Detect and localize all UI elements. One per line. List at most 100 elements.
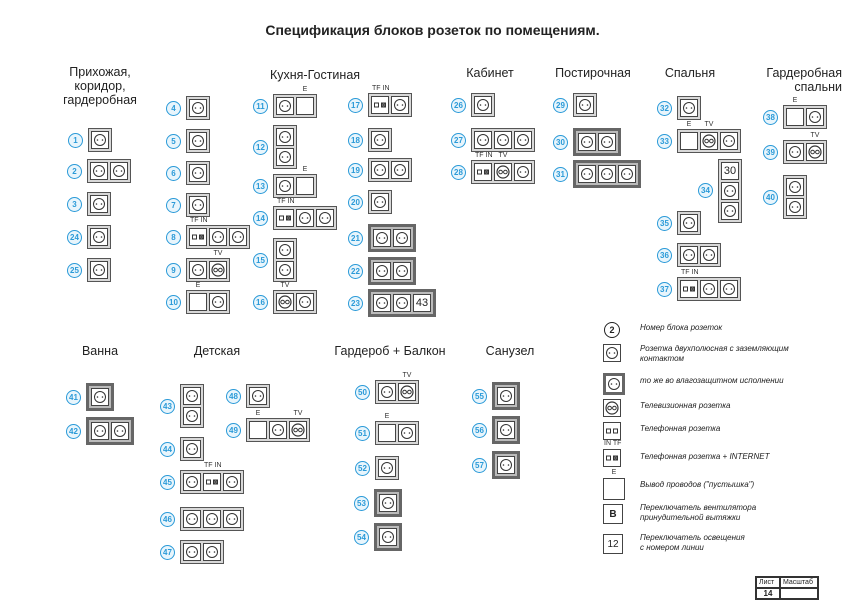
socket-block: [471, 93, 495, 117]
socket-icon: [382, 531, 394, 543]
socket-icon: [394, 99, 406, 111]
block-number: 14: [253, 210, 268, 226]
socket-icon: [319, 212, 331, 224]
socket-icon: [381, 462, 393, 474]
socket-block: E: [375, 413, 419, 445]
empty-outlet-cell: E: [786, 97, 804, 126]
cell-label: TV: [704, 121, 714, 128]
socket-icon: [396, 232, 408, 244]
block-number: 41: [66, 389, 81, 405]
socket-cell: [391, 96, 409, 114]
socket-cell: [183, 440, 201, 458]
socket-cell: [203, 543, 221, 561]
block-number: 50: [355, 384, 370, 400]
socket-cell: [721, 182, 739, 200]
socket-icon: [93, 264, 105, 276]
block-number: 48: [226, 388, 241, 404]
socket-block: TF IN: [180, 462, 244, 494]
socket-cell: [497, 387, 515, 405]
socket-icon: [396, 297, 408, 309]
socket-icon: [186, 410, 198, 422]
socket-icon: [621, 168, 633, 180]
legend-label: E: [611, 469, 617, 476]
block-number: 16: [253, 294, 268, 310]
socket-cell: [209, 293, 227, 311]
tv-socket-icon: [808, 145, 822, 159]
socket-icon: [186, 513, 198, 525]
room-title: Кухня-Гостиная: [269, 68, 361, 82]
socket-icon: [206, 513, 218, 525]
empty-outlet-cell: E: [189, 282, 207, 311]
block-number: 9: [166, 262, 181, 278]
socket-icon: [477, 99, 489, 111]
block-number: 11: [253, 98, 268, 114]
socket-icon: [114, 425, 126, 437]
socket-cell: [786, 178, 804, 196]
socket-cell: [598, 133, 616, 151]
socket-cell: [786, 143, 804, 161]
socket-block: [180, 384, 204, 428]
socket-cell: [379, 494, 397, 512]
socket-cell: [111, 422, 129, 440]
socket-block: [368, 190, 392, 214]
socket-cell: [296, 293, 314, 311]
socket-icon: [683, 217, 695, 229]
socket-cell: [720, 280, 738, 298]
socket-cell: [806, 108, 824, 126]
socket-cell: [90, 228, 108, 246]
socket-block: [87, 225, 111, 249]
scale-label: Масштаб: [780, 577, 818, 588]
socket-icon: [396, 265, 408, 277]
socket-block: [374, 489, 402, 517]
cell-label: TF IN: [204, 462, 222, 469]
socket-icon: [212, 296, 224, 308]
socket-cell: [189, 99, 207, 117]
light-switch-cell: 43: [413, 294, 431, 312]
socket-cell: [497, 456, 515, 474]
cell-label: E: [302, 166, 308, 173]
socket-icon: [186, 390, 198, 402]
block-number: 56: [472, 422, 487, 438]
cell-label: E: [302, 86, 308, 93]
legend-empty-icon: E: [603, 469, 625, 500]
socket-icon: [206, 546, 218, 558]
socket-icon: [517, 134, 529, 146]
socket-icon: [601, 168, 613, 180]
legend-text: Розетка двухполюсная с заземляющим конта…: [640, 344, 789, 363]
socket-block: TF IN: [273, 198, 337, 230]
socket-cell: [371, 131, 389, 149]
socket-block: [186, 96, 210, 120]
room-title: Детская: [193, 344, 241, 358]
phone-socket-icon: [606, 428, 618, 434]
block-number: 49: [226, 422, 241, 438]
socket-block: [492, 382, 520, 410]
socket-block: [86, 417, 134, 445]
block-number: 5: [166, 133, 181, 149]
socket-cell: [393, 229, 411, 247]
block-number: 2: [67, 163, 82, 179]
socket-cell: [393, 262, 411, 280]
legend-text: Телевизионная розетка: [640, 401, 731, 410]
block-number: 23: [348, 295, 363, 311]
socket-block: [368, 128, 392, 152]
cell-label: TV: [280, 282, 290, 289]
block-number: 28: [451, 164, 466, 180]
block-number: 40: [763, 189, 778, 205]
line-number: 30: [723, 165, 737, 177]
cell-label: TV: [293, 410, 303, 417]
socket-block: [86, 383, 114, 411]
socket-icon: [606, 347, 618, 359]
block-number: 26: [451, 97, 466, 113]
socket-cell: [373, 229, 391, 247]
block-number: 54: [354, 529, 369, 545]
socket-icon: [581, 168, 593, 180]
socket-cell: [514, 163, 532, 181]
socket-block: [471, 128, 535, 152]
socket-block: E: [273, 166, 317, 198]
tv-socket-cell: TV: [276, 282, 294, 311]
room-title: Ванна: [81, 344, 119, 358]
block-number: 8: [166, 229, 181, 245]
socket-icon: [724, 205, 736, 217]
